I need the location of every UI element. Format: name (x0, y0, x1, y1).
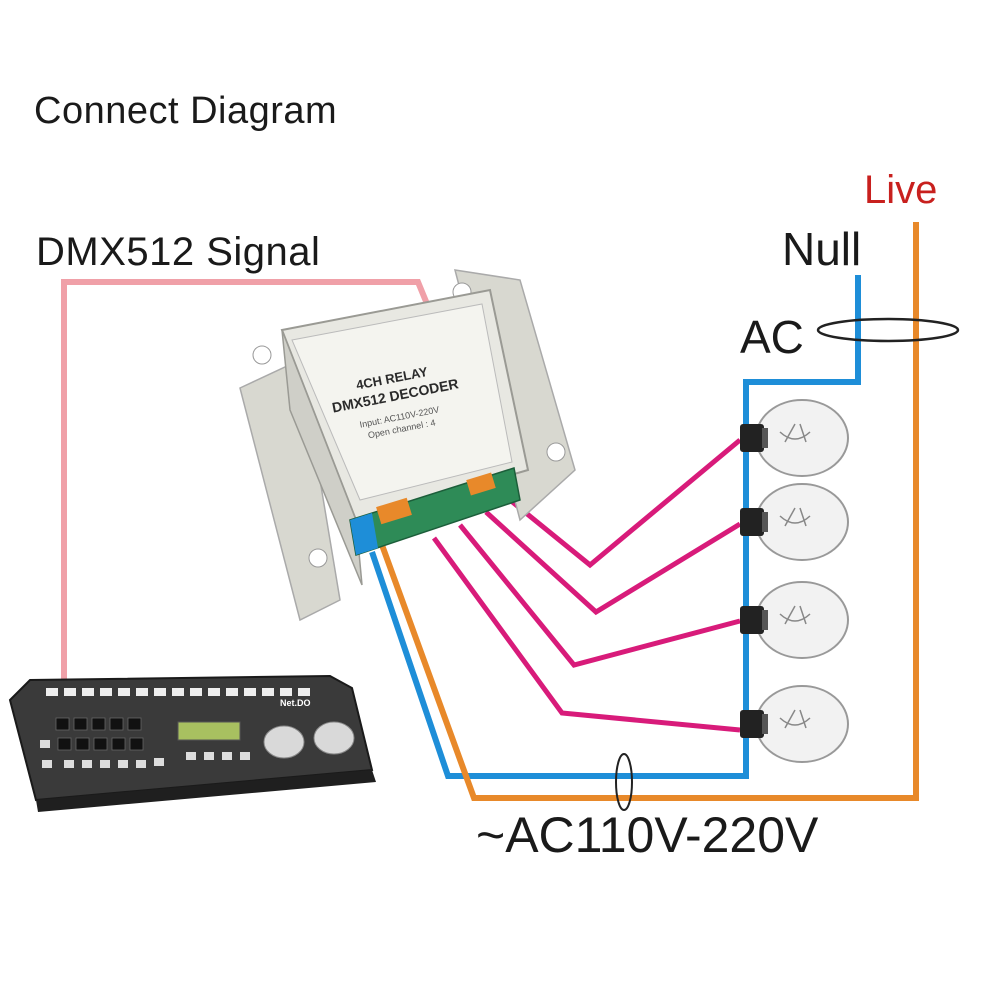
dmx-signal-wire (61, 279, 435, 690)
ac-label: AC (740, 311, 804, 363)
ac-loop-symbol-bottom (615, 753, 633, 811)
live-label: Live (864, 168, 938, 212)
console-brand: Net.DO (280, 698, 311, 708)
console-wheel-left (263, 725, 305, 759)
light-bulb-icon (740, 685, 849, 763)
light-bulb-icon (740, 581, 849, 659)
relay-decoder-module: 4CH RELAY DMX512 DECODER Input: AC110V-2… (239, 269, 576, 622)
lamp-wire-3 (458, 523, 741, 668)
diagram-title: Connect Diagram (34, 90, 338, 132)
voltage-label: ~AC110V-220V (476, 807, 819, 863)
lamp-wire-4 (431, 536, 741, 733)
null-wire (369, 275, 861, 779)
console-wheel-right (313, 721, 355, 755)
dmx-console: Net.DO (8, 674, 376, 812)
light-bulb-icon (740, 483, 849, 561)
lamp-wire-1 (508, 438, 742, 569)
dmx-signal-label: DMX512 Signal (36, 230, 321, 274)
light-bulb-icon (740, 399, 849, 477)
console-lcd (177, 721, 241, 741)
live-wire (379, 222, 919, 801)
ac-loop-symbol (816, 317, 960, 343)
lamp-wire-2 (484, 510, 742, 616)
null-label: Null (782, 223, 862, 275)
